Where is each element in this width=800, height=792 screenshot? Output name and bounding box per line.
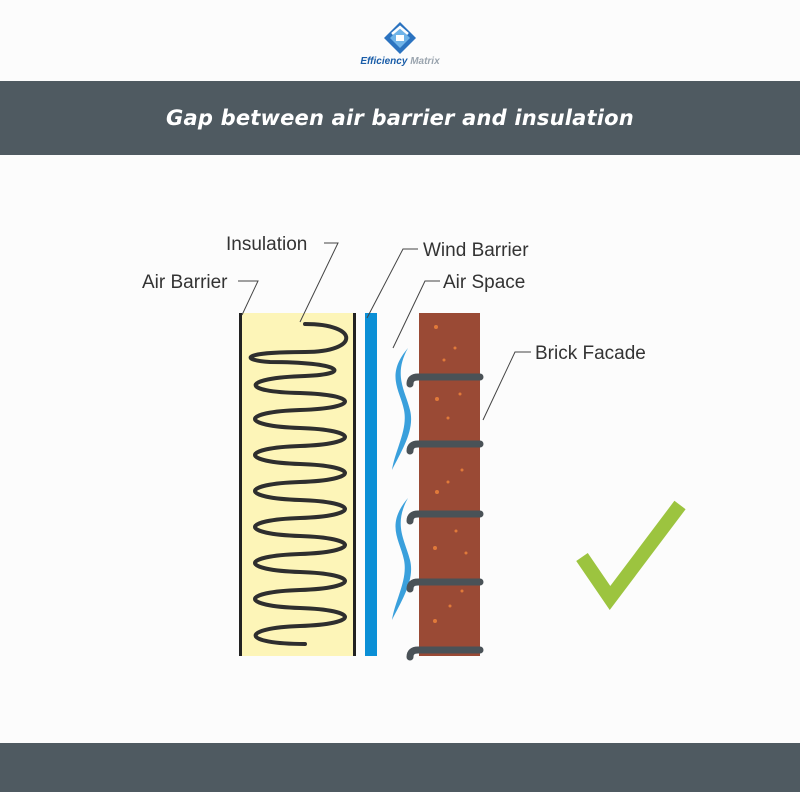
label-insulation: Insulation: [226, 234, 307, 255]
brand-logo: Efficiency Matrix: [0, 0, 800, 80]
brand-name: Efficiency Matrix: [360, 56, 440, 67]
label-brick-facade: Brick Facade: [535, 343, 646, 364]
wind-barrier-layer: [365, 313, 377, 656]
title-banner: Gap between air barrier and insulation: [0, 81, 800, 155]
air-flow-wave-lower: [392, 498, 412, 620]
label-air-barrier: Air Barrier: [142, 272, 228, 293]
leader-lines: [238, 242, 531, 421]
house-logo-icon: [384, 22, 416, 54]
page-title: Gap between air barrier and insulation: [166, 106, 634, 130]
brick-facade: [419, 313, 480, 656]
brick-speckles: [433, 325, 468, 623]
checkmark-icon: [576, 500, 686, 611]
air-barrier-membrane: [239, 313, 242, 656]
insulation-outer-edge: [353, 313, 356, 656]
footer-band: [0, 743, 800, 792]
air-flow-wave-upper: [392, 348, 412, 470]
label-air-space: Air Space: [443, 272, 525, 293]
mortar-ties: [406, 373, 484, 661]
insulation-squiggle: [248, 322, 349, 646]
label-wind-barrier: Wind Barrier: [423, 240, 529, 261]
